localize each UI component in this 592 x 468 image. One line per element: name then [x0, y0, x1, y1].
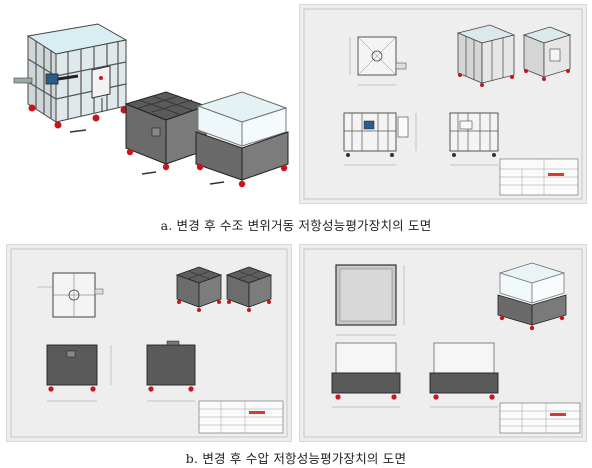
elevation-views-b — [46, 340, 196, 402]
elevation-views-b-right — [331, 342, 499, 408]
figure-a-drawing-sheet — [299, 4, 587, 204]
dark-box-module — [124, 91, 208, 175]
top-view-a — [349, 36, 407, 86]
title-block-b-left — [198, 400, 284, 434]
drawing-sheet-b-right — [303, 248, 583, 438]
figure-b-caption: b. 변경 후 수압 저항성능평가장치의 도면 — [185, 451, 407, 466]
figure-b-drawing-sheet-right — [299, 244, 587, 442]
figure-b-drawing-sheet-left — [6, 244, 292, 442]
figure-a-3d-render — [6, 4, 292, 204]
iso-view-b-right — [497, 262, 567, 331]
iso-view-a — [456, 24, 572, 87]
elevation-views-a — [343, 112, 499, 166]
top-view-b — [37, 272, 104, 318]
render-illustration — [13, 23, 289, 188]
figure-a-caption: a. 변경 후 수조 변위거동 저항성능평가장치의 도면 — [160, 218, 432, 233]
drawing-sheet-a — [303, 8, 583, 200]
top-view-b-right — [335, 264, 405, 336]
title-block-b-right — [499, 402, 581, 434]
cage-tank — [13, 23, 128, 133]
glass-top-tank — [195, 91, 289, 188]
drawing-sheet-b-left — [10, 248, 288, 438]
iso-views-b — [175, 266, 273, 312]
title-block-a — [499, 158, 579, 196]
